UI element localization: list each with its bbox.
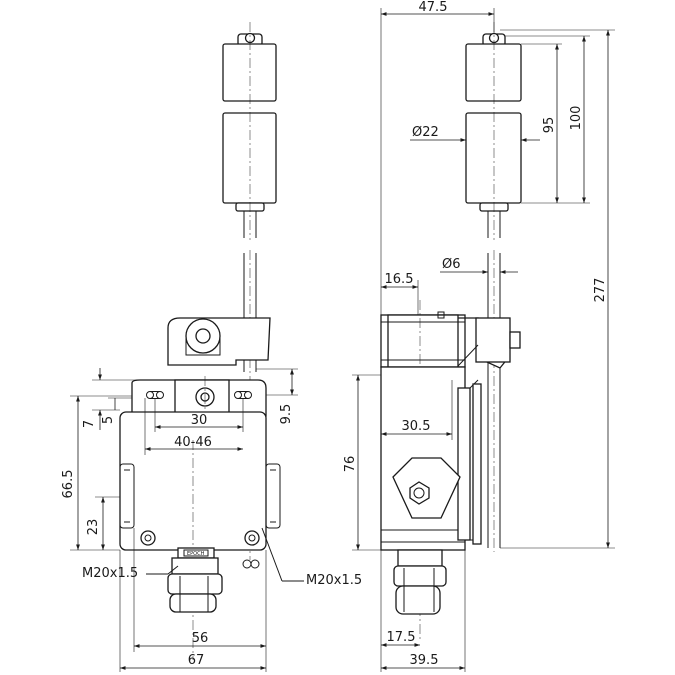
dim-17-5: 17.5 [387,630,416,645]
side-dim-30-5: 30.5 [381,380,453,440]
dim-9-5: 9.5 [279,404,294,425]
side-dim-d6: Ø6 [440,257,518,274]
thread-left-label: M20x1.5 [82,566,138,581]
front-housing [119,411,281,660]
side-rod [487,211,501,552]
dim-76: 76 [343,456,358,473]
front-dim-40-46: 40-46 [144,398,243,455]
side-cable-gland [393,549,447,615]
dim-d6: Ø6 [442,257,461,272]
side-body [380,366,482,551]
dim-100: 100 [569,106,584,131]
dim-d22: Ø22 [412,125,439,140]
dim-30-5: 30.5 [402,419,431,434]
dim-5: 5 [101,416,116,424]
front-dim-9-5: 9.5 [256,368,298,425]
side-dim-bottom: 17.5 39.5 [380,550,466,672]
front-dim-widths: 56 67 [119,528,267,672]
front-lever-head [167,317,271,366]
side-dim-heights: 95 100 277 [500,29,615,549]
dim-66-5: 66.5 [61,470,76,499]
dim-67: 67 [188,653,205,668]
front-roller [222,22,277,240]
front-dim-heights: 66.5 23 [61,395,132,551]
plate-text: EPOCH [187,551,205,557]
front-cable-gland [167,557,223,613]
dim-277: 277 [593,278,608,303]
side-view: 47.5 Ø22 95 100 277 Ø6 [343,0,615,672]
thread-right-label: M20x1.5 [306,573,362,588]
side-dim-16-5: 16.5 [381,272,419,315]
front-view: EPOCH 66.5 23 [61,22,362,672]
dim-23: 23 [86,519,101,536]
dim-40-46: 40-46 [174,435,212,450]
front-dim-30: 30 [154,398,244,432]
side-dim-47-5: 47.5 [380,0,495,368]
dim-56: 56 [192,631,209,646]
dim-39-5: 39.5 [410,653,439,668]
dim-47-5: 47.5 [419,0,448,15]
dim-30: 30 [191,413,208,428]
front-dim-7-5: 7 5 [82,368,140,430]
front-flange [131,376,267,418]
side-dim-d22: Ø22 [410,125,540,142]
dim-16-5: 16.5 [385,272,414,287]
dim-7: 7 [82,420,97,428]
side-dim-76: 76 [343,374,381,551]
dim-95: 95 [542,117,557,134]
side-roller [465,22,522,240]
front-thread-callouts: M20x1.5 M20x1.5 [82,527,362,588]
